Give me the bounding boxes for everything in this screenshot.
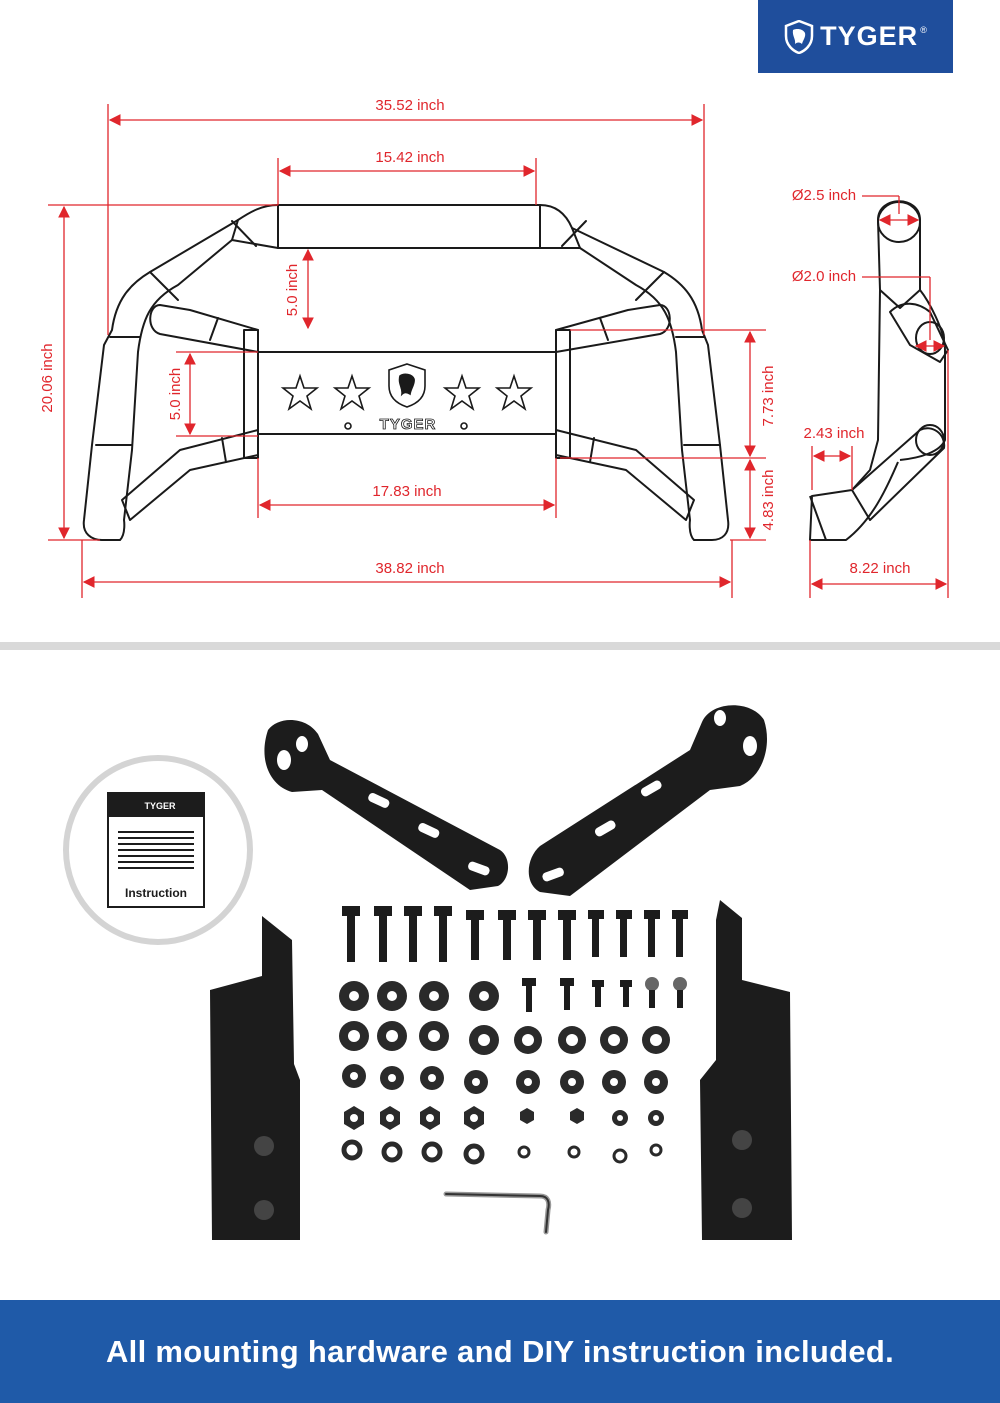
hardware-kit: TYGER Instruction	[63, 705, 792, 1240]
tiger-shield-icon	[388, 363, 426, 408]
washers	[339, 981, 670, 1094]
dim-upper-gap: 5.0 inch	[284, 264, 301, 317]
registered-mark: ®	[920, 24, 927, 35]
star-icon	[332, 373, 372, 412]
star-icon	[494, 373, 534, 412]
dim-top-bar-width: 15.42 inch	[375, 149, 444, 166]
dim-overall-top-width: 35.52 inch	[375, 97, 444, 114]
star-icon	[280, 373, 320, 412]
dim-tube-diameter-main: Ø2.5 inch	[792, 187, 856, 204]
side-bracket-left	[210, 916, 300, 1240]
dim-height-total: 20.06 inch	[39, 343, 56, 412]
tiger-shield-icon	[784, 19, 814, 54]
brand-name: TYGER	[820, 21, 919, 51]
plate-stars	[280, 363, 534, 430]
dim-lower-gap: 5.0 inch	[167, 368, 184, 421]
brand-logo: TYGER ®	[758, 0, 953, 73]
bolts	[342, 906, 688, 1012]
star-icon	[442, 373, 482, 412]
lock-washers	[341, 1139, 663, 1165]
dim-side-depth: 8.22 inch	[850, 560, 911, 577]
side-bracket-right	[700, 900, 792, 1240]
dim-plate-width: 17.83 inch	[372, 483, 441, 500]
plate-brand: TYGER	[380, 416, 437, 433]
instruction-card	[63, 755, 253, 945]
mounting-bracket-upper-right	[528, 705, 767, 896]
section-divider	[0, 642, 1000, 650]
dim-plate-height: 7.73 inch	[760, 366, 777, 427]
side-dimension-lines	[809, 195, 949, 598]
dimension-lines	[48, 104, 766, 598]
nuts	[344, 1106, 664, 1130]
dim-overall-bottom-width: 38.82 inch	[375, 560, 444, 577]
bull-bar-side-view	[809, 200, 949, 541]
dim-tube-diameter-inner: Ø2.0 inch	[792, 268, 856, 285]
mounting-bracket-upper-left	[264, 719, 509, 890]
instruction-card-brand: TYGER	[144, 801, 176, 811]
footer-banner: All mounting hardware and DIY instructio…	[0, 1300, 1000, 1403]
dimension-diagram: TYGER 35.52 inch	[39, 97, 949, 598]
dim-side-offset: 2.43 inch	[804, 425, 865, 442]
dim-bottom-offset: 4.83 inch	[760, 470, 777, 531]
footer-text: All mounting hardware and DIY instructio…	[105, 1333, 895, 1369]
allen-key-icon	[443, 1191, 552, 1235]
instruction-card-label: Instruction	[125, 886, 187, 900]
